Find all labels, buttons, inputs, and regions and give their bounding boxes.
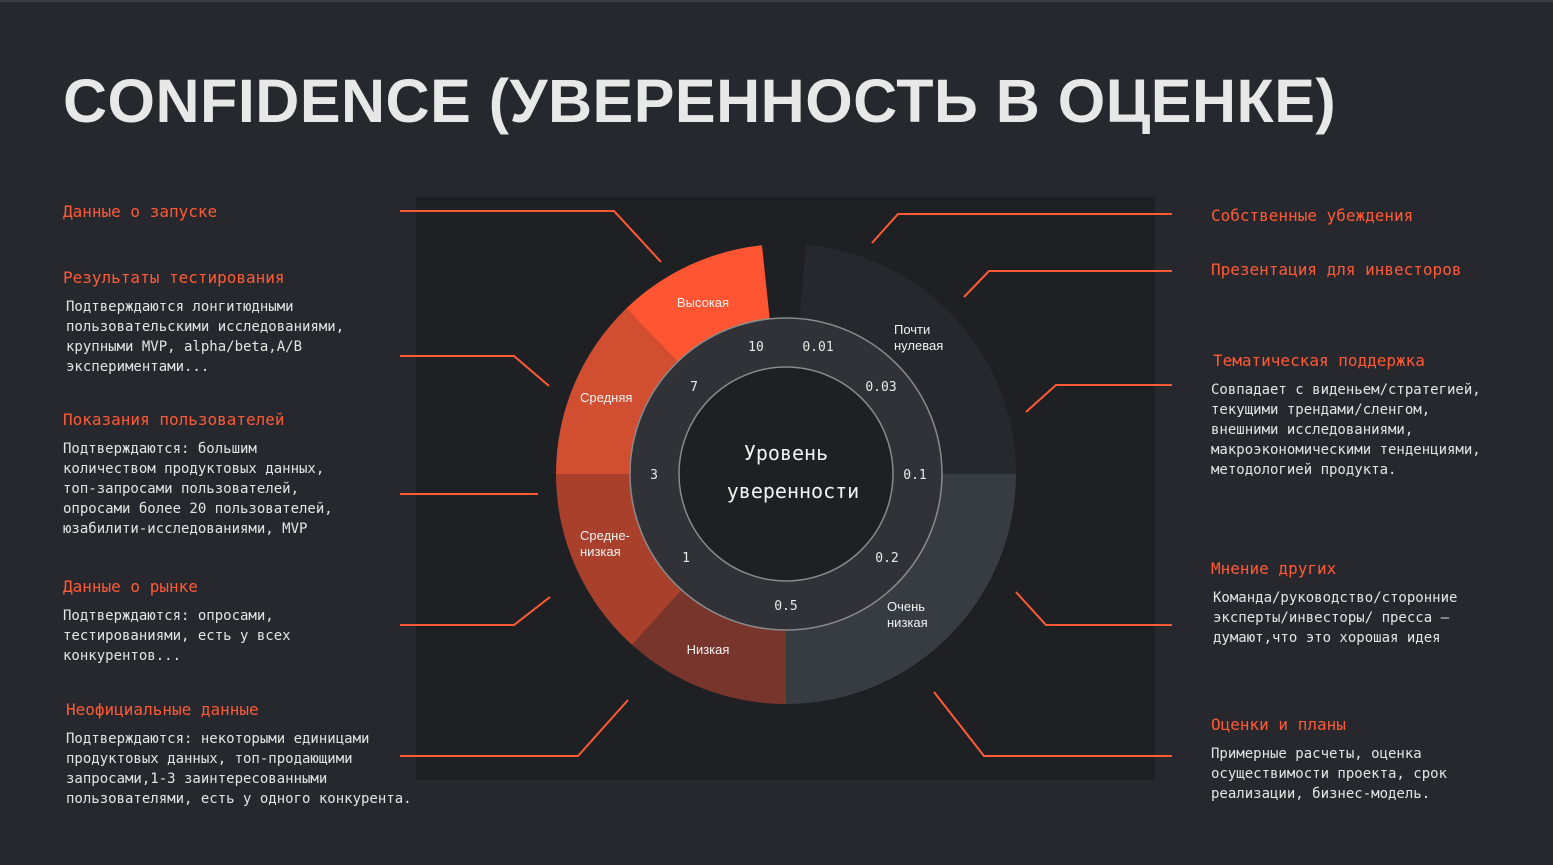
scale-label: 1 (682, 551, 690, 566)
right-text-estimates-plans: Примерные расчеты, оценка осуществимости… (1211, 746, 1448, 802)
center-circle (678, 366, 894, 582)
right-heading-others-opinion: Мнение других (1211, 559, 1337, 578)
right-heading-pitch-deck: Презентация для инвесторов (1211, 260, 1462, 279)
right-heading-estimates-plans: Оценки и планы (1211, 715, 1346, 734)
top-border (0, 0, 1553, 2)
scale-label: 0.2 (875, 551, 898, 566)
left-text-user-evidence: Подтверждаются: большим количеством прод… (63, 441, 333, 537)
segment-medium (556, 308, 682, 474)
scale-label: 3 (650, 468, 658, 483)
segment-label-very-low-2: низкая (887, 615, 928, 630)
segment-medium-low (556, 474, 686, 645)
left-heading-anecdotal: Неофициальные данные (66, 700, 259, 719)
connector-line (1015, 591, 1172, 626)
left-text-test-results: Подтверждаются лонгитюдными пользователь… (66, 299, 345, 375)
connector-line (1025, 384, 1172, 413)
left-heading-test-results: Результаты тестирования (63, 268, 285, 287)
left-heading-user-evidence: Показания пользователей (63, 410, 285, 429)
center-label-line1: Уровень (744, 441, 828, 465)
left-heading-market-data: Данные о рынке (63, 577, 198, 596)
left-text-anecdotal: Подтверждаются: некоторыми единицами про… (66, 731, 412, 807)
right-heading-thematic-support: Тематическая поддержка (1213, 351, 1425, 370)
scale-label: 0.01 (802, 340, 833, 355)
segment-label-low: Низкая (687, 642, 730, 657)
segment-label-very-low-1: Очень (887, 599, 925, 614)
connector-line (963, 270, 1172, 298)
scale-label: 0.03 (865, 380, 896, 395)
segment-very-low (786, 474, 1016, 704)
segment-label-medium-low-2: низкая (580, 544, 621, 559)
right-text-thematic-support: Совпадает с виденьем/стратегией, текущим… (1211, 382, 1481, 478)
scale-label: 0.1 (903, 468, 926, 483)
scale-label: 0.5 (774, 599, 797, 614)
connector-line (400, 596, 551, 626)
segment-label-high: Высокая (677, 295, 729, 310)
segment-label-medium-low-1: Средне- (580, 528, 630, 543)
segment-label-near-zero-1: Почти (894, 322, 930, 337)
segment-low (632, 585, 786, 704)
scale-label: 7 (690, 380, 698, 395)
segment-near-zero (799, 244, 1016, 474)
right-text-others-opinion: Команда/руководство/сторонние эксперты/и… (1213, 590, 1458, 646)
connector-line (871, 213, 1172, 244)
scale-label: 10 (748, 340, 764, 355)
left-heading-launch-data: Данные о запуске (63, 202, 218, 221)
left-text-market-data: Подтверждаются: опросами, тестированиями… (63, 608, 291, 664)
connector-line (400, 210, 662, 263)
right-heading-self-conviction: Собственные убеждения (1211, 206, 1414, 225)
connector-line (400, 699, 629, 757)
segment-high (626, 245, 771, 367)
segment-label-medium: Средняя (580, 390, 632, 405)
center-label-line2: уверенности (727, 479, 859, 503)
page-title: CONFIDENCE (УВЕРЕННОСТЬ В ОЦЕНКЕ) (63, 67, 1337, 135)
connector-line (933, 691, 1172, 757)
segment-label-near-zero-2: нулевая (894, 338, 943, 353)
connector-line (400, 355, 550, 387)
